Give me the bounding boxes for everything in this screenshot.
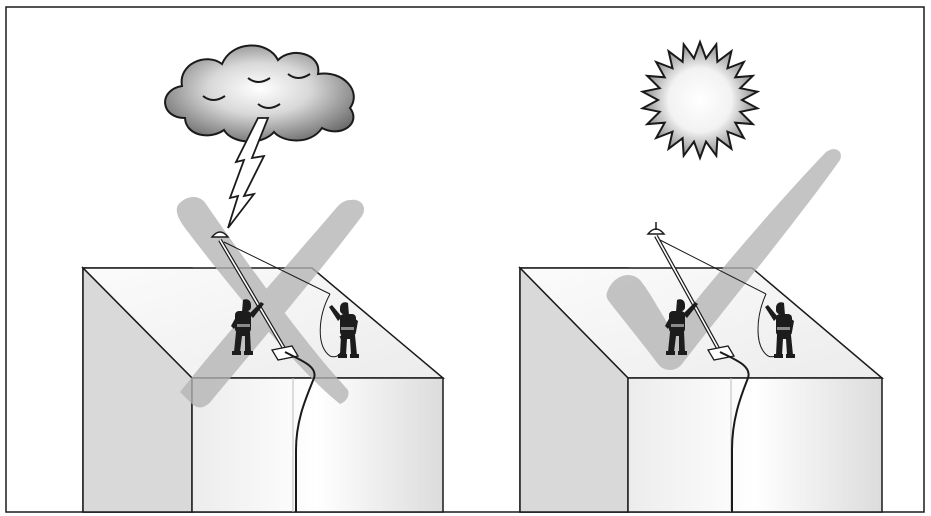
check-mark-icon <box>606 149 841 370</box>
scene-safe <box>518 39 885 513</box>
lightning-bolt-icon <box>227 117 270 229</box>
sun-icon <box>639 39 761 161</box>
cross-mark-icon <box>176 196 365 408</box>
ground-cable <box>719 351 750 512</box>
ground-cable <box>284 351 316 512</box>
building <box>518 266 885 513</box>
scene-unsafe <box>81 44 446 513</box>
